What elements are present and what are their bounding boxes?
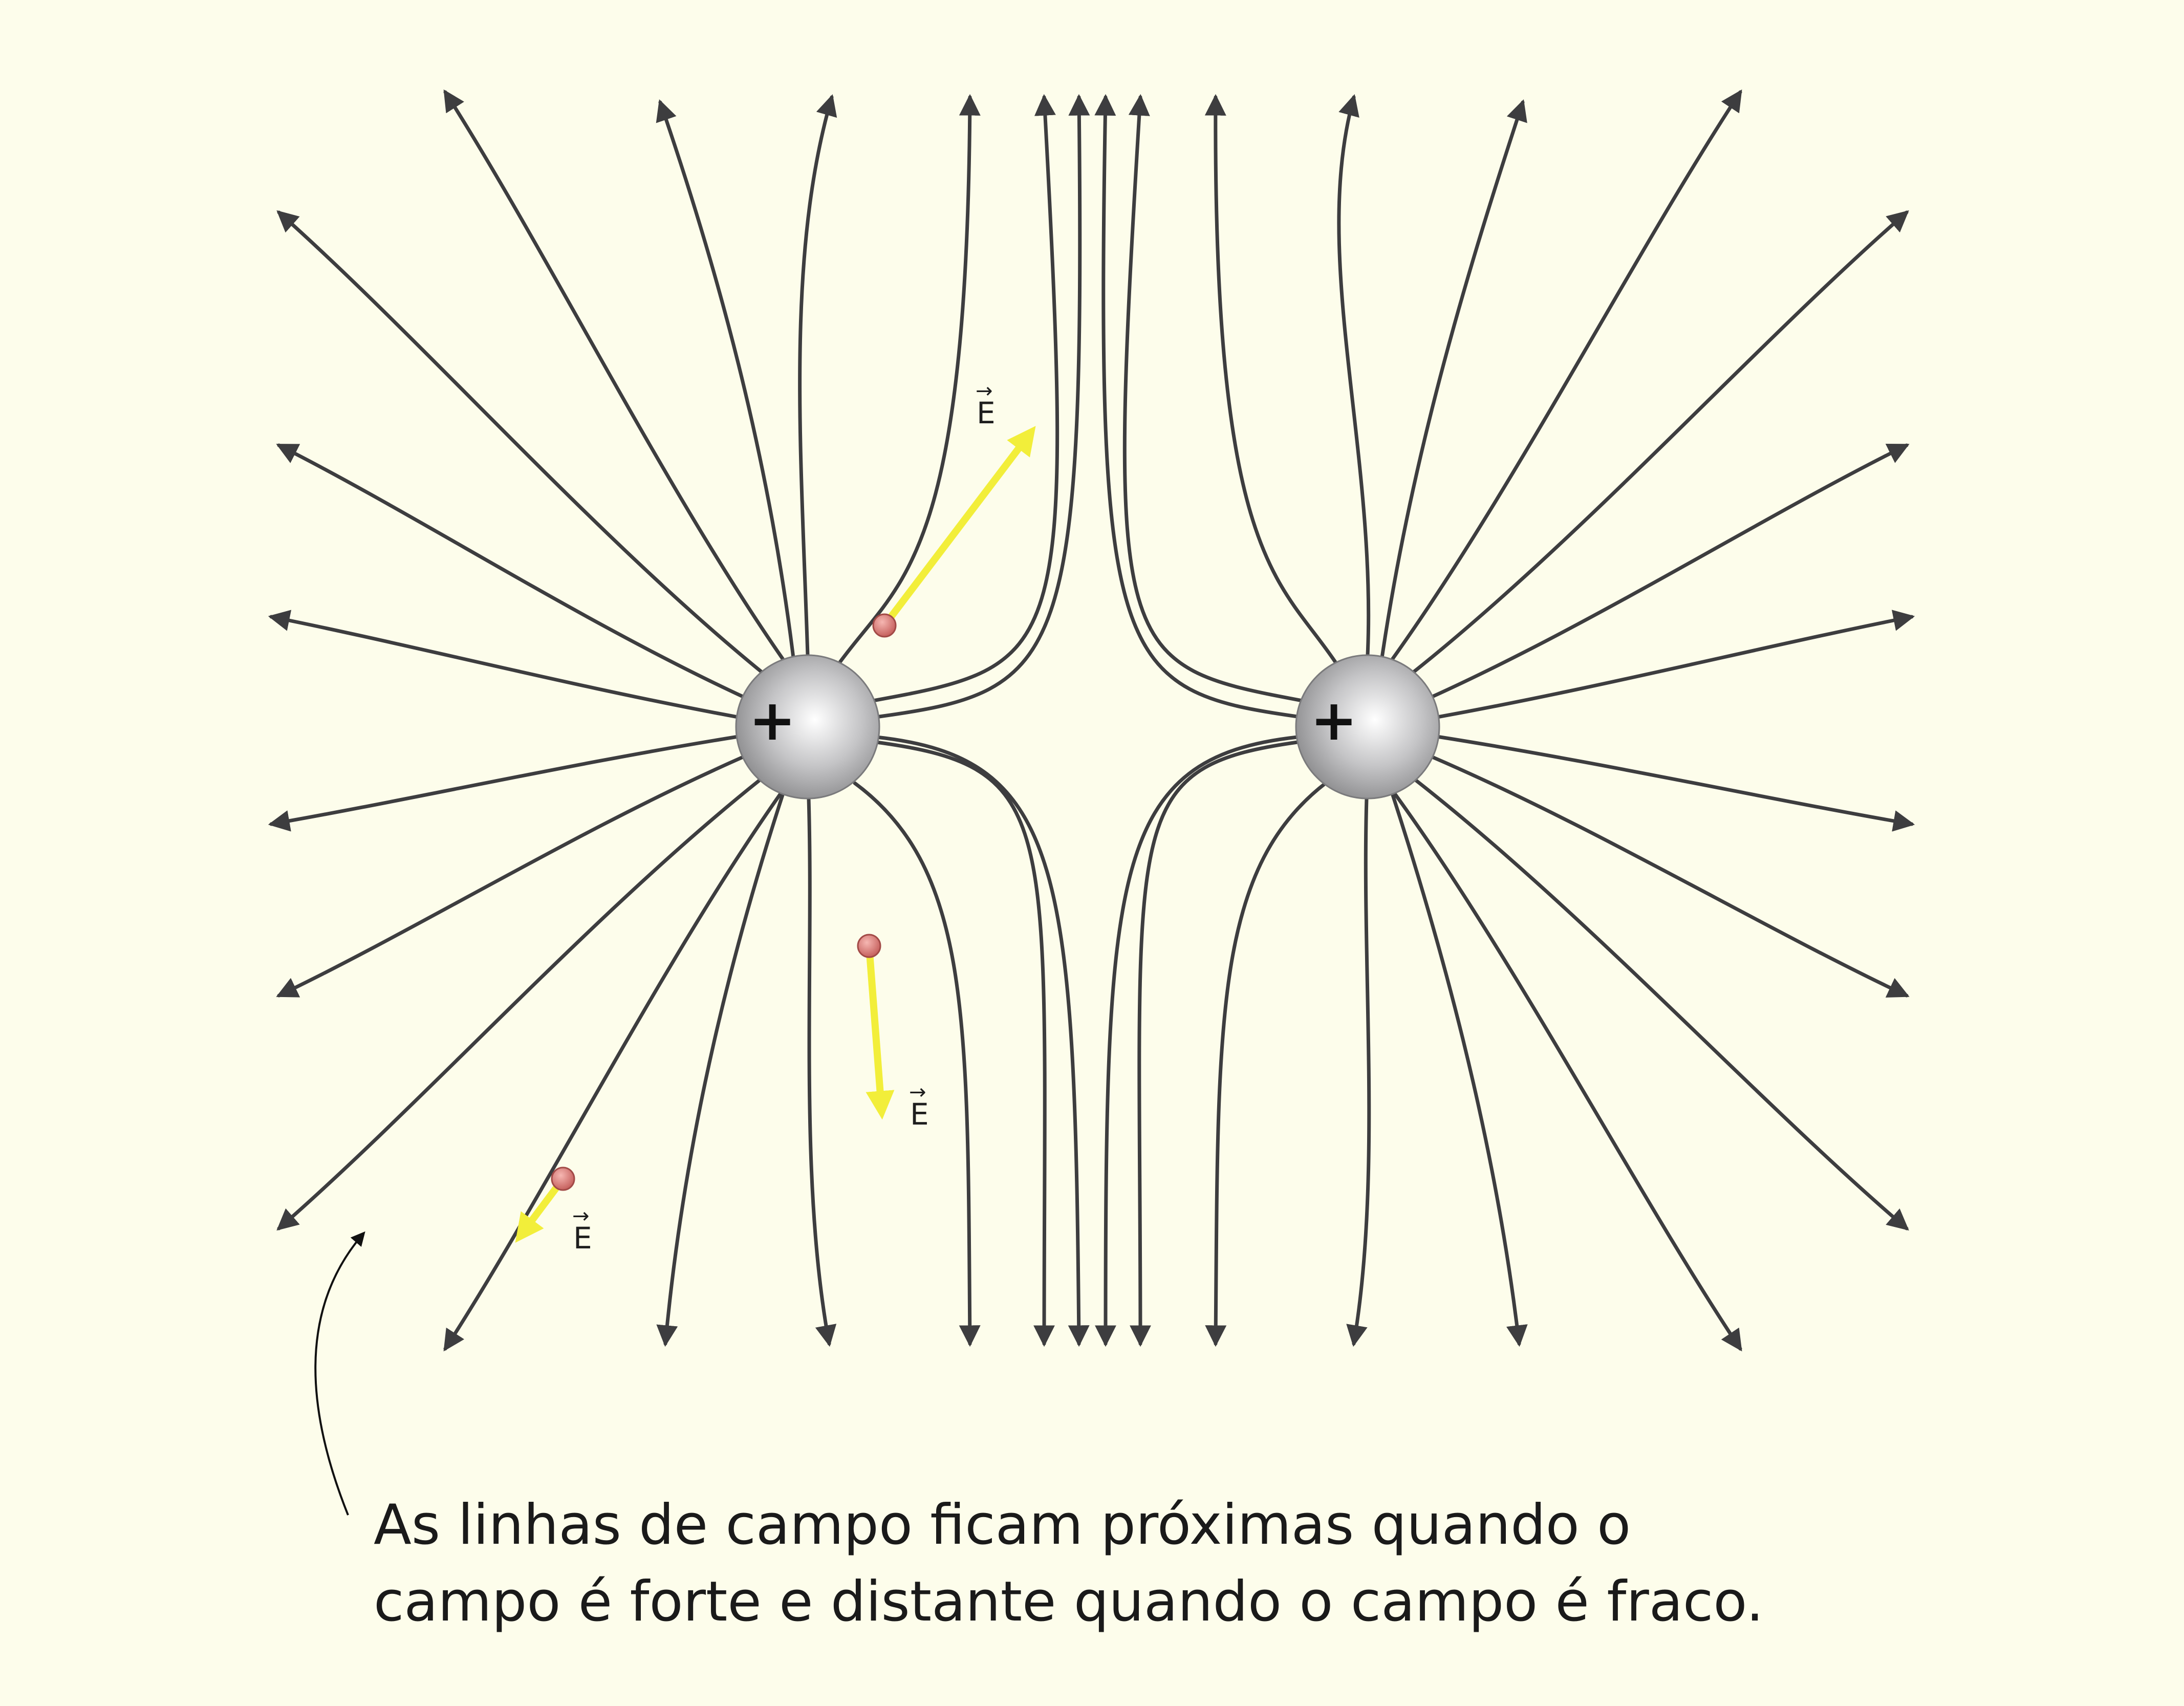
field-line-right-up-1 — [1380, 99, 1527, 660]
test-charge — [857, 934, 881, 958]
field-line-right-outer-5 — [1437, 735, 1915, 832]
field-line-left-outer-7 — [276, 778, 762, 1231]
field-line-left-outer-2 — [276, 210, 764, 674]
field-line-right-down-1 — [1390, 791, 1528, 1347]
field-vector-middle — [866, 945, 895, 1120]
field-line-right-outer-2 — [1412, 210, 1909, 674]
field-vector-label-lower: →E — [572, 1204, 592, 1256]
caption-line-2: campo é forte e distante quando o campo … — [374, 1570, 1764, 1634]
field-line-left-up-2 — [798, 94, 837, 657]
field-line-right-down-3 — [1205, 781, 1328, 1347]
field-line-right-outer-4 — [1437, 610, 1915, 719]
field-vector-upper — [881, 426, 1036, 628]
field-line-left-down-2 — [807, 796, 837, 1347]
field-line-right-up-2 — [1337, 94, 1371, 657]
field-line-left-up-5 — [877, 94, 1090, 719]
field-line-right-up-5 — [1094, 94, 1300, 719]
charge-sign-right: + — [1310, 687, 1358, 753]
charge-sign-left: + — [749, 687, 796, 753]
field-line-left-outer-5 — [268, 735, 739, 832]
field-vector-label-middle: →E — [909, 1081, 929, 1132]
field-line-right-outer-1 — [1390, 89, 1742, 661]
field-line-left-up-3 — [837, 94, 981, 665]
field-line-right-up-4 — [1122, 94, 1307, 703]
field-line-left-outer-6 — [276, 755, 745, 998]
field-line-right-up-3 — [1204, 94, 1338, 665]
field-line-right-down-5 — [1095, 735, 1300, 1347]
field-line-left-down-3 — [853, 781, 981, 1347]
field-line-right-outer-8 — [1392, 791, 1742, 1352]
caption-pointer-arrow — [314, 1231, 365, 1516]
field-line-right-outer-3 — [1431, 443, 1910, 699]
test-charge — [551, 1167, 575, 1191]
field-line-left-down-1 — [656, 791, 785, 1347]
field-line-left-up-1 — [656, 99, 795, 660]
field-line-right-outer-6 — [1431, 755, 1910, 998]
test-charge — [872, 613, 897, 638]
positive-charge-left — [735, 654, 880, 800]
field-line-left-up-4 — [868, 94, 1059, 703]
field-vector-label-upper: →E — [976, 379, 996, 430]
field-line-right-outer-7 — [1414, 778, 1909, 1231]
field-line-right-down-2 — [1346, 796, 1371, 1347]
caption: As linhas de campo ficam próximas quando… — [374, 1487, 1909, 1640]
field-line-left-outer-1 — [443, 89, 785, 661]
field-line-left-down-5 — [874, 735, 1090, 1347]
field-line-left-outer-8 — [443, 791, 783, 1352]
caption-line-1: As linhas de campo ficam próximas quando… — [374, 1493, 1631, 1557]
field-line-left-outer-3 — [276, 443, 745, 699]
positive-charge-right — [1295, 654, 1440, 800]
field-line-left-outer-4 — [268, 610, 739, 719]
field-line-right-down-4 — [1129, 740, 1300, 1347]
field-line-left-down-4 — [874, 740, 1055, 1347]
